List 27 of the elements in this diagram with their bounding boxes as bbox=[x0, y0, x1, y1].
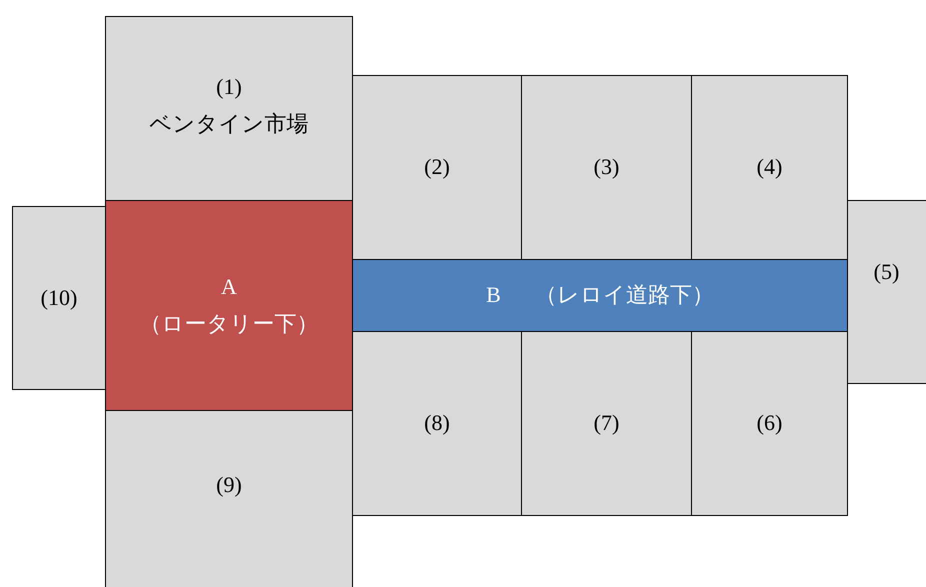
area-label: (5) bbox=[874, 258, 900, 286]
area-box bbox=[691, 331, 848, 516]
area-box bbox=[352, 75, 522, 260]
area-label: （ロータリー下） bbox=[140, 310, 318, 338]
area-label: B bbox=[486, 281, 501, 310]
area-label: （レロイ道路下） bbox=[534, 281, 714, 310]
area-box bbox=[521, 75, 692, 260]
area-label: (3) bbox=[594, 153, 620, 182]
area-box bbox=[352, 331, 522, 516]
area-box bbox=[105, 410, 353, 587]
area-label: A bbox=[221, 272, 237, 301]
area-label: (8) bbox=[424, 409, 450, 438]
area-box bbox=[12, 206, 106, 390]
area-box bbox=[691, 75, 848, 260]
area-box bbox=[847, 200, 926, 384]
area-box bbox=[105, 16, 353, 201]
area-box bbox=[521, 331, 692, 516]
area-label: (10) bbox=[40, 284, 78, 312]
highlighted-area-box bbox=[105, 200, 353, 411]
area-label: ベンタイン市場 bbox=[150, 110, 308, 138]
area-label: (6) bbox=[756, 409, 782, 438]
area-label: (7) bbox=[594, 409, 620, 438]
area-label: (9) bbox=[216, 470, 242, 499]
area-label: (4) bbox=[756, 153, 782, 182]
highlighted-area-box bbox=[352, 259, 848, 332]
area-label: (2) bbox=[424, 153, 450, 182]
area-label: (1) bbox=[216, 72, 242, 101]
